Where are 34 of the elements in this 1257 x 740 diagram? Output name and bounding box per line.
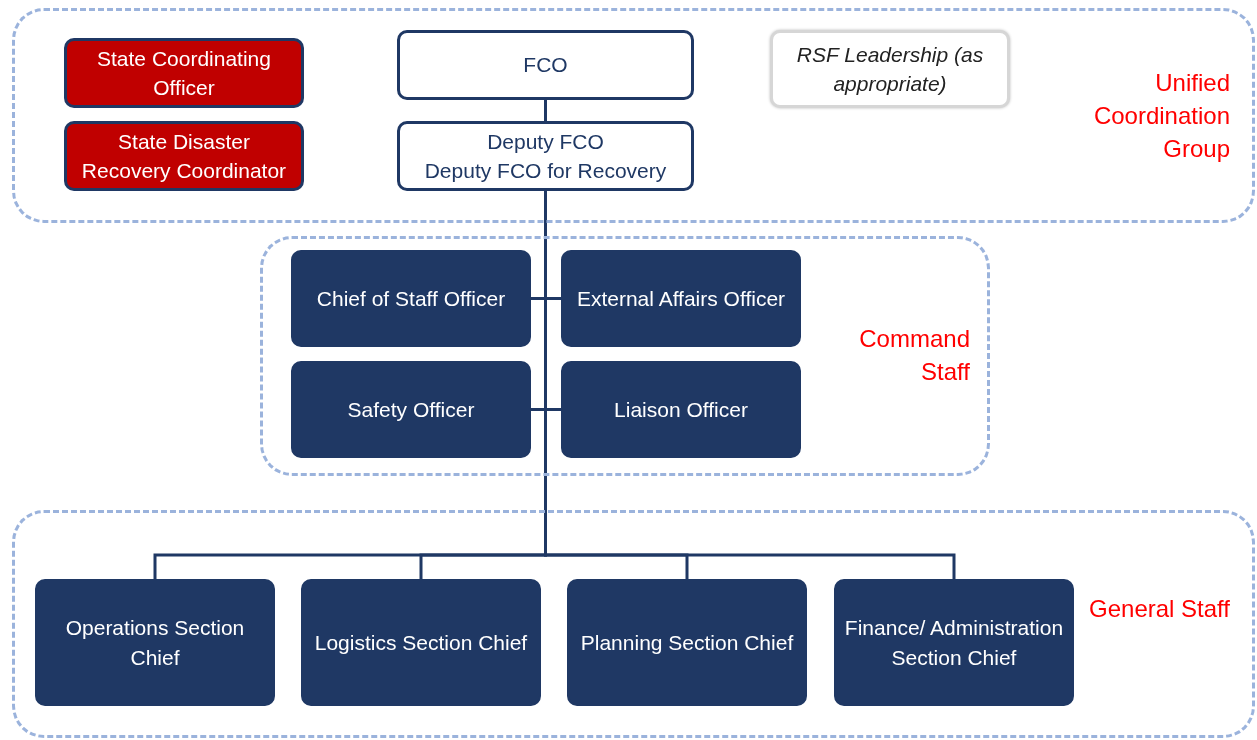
role-label: Deputy FCO for Recovery	[424, 158, 667, 184]
group-frame	[260, 236, 990, 476]
group-frame	[12, 510, 1255, 738]
role-label: Deputy FCO	[487, 128, 604, 155]
role-box	[291, 250, 531, 347]
role-label: Planning Section Chief	[580, 629, 794, 656]
role-label: FCO	[523, 52, 568, 79]
role-box	[64, 38, 304, 108]
role-label: Chief of Staff Officer	[316, 285, 506, 312]
role-box	[397, 30, 694, 100]
role-label: Safety Officer	[347, 396, 475, 423]
role-box	[834, 579, 1074, 706]
role-box	[291, 361, 531, 458]
role-box	[770, 30, 1010, 108]
role-box	[35, 579, 275, 706]
role-box	[301, 579, 541, 706]
role-box	[64, 121, 304, 191]
group-title: Command Staff	[858, 324, 970, 388]
role-box	[567, 579, 807, 706]
role-box	[561, 361, 801, 458]
role-label: Liaison Officer	[614, 396, 748, 423]
role-label: State Coordinating Officer	[96, 45, 272, 101]
role-label: External Affairs Officer	[576, 285, 786, 312]
group-title: General Staff	[1088, 594, 1230, 624]
group-title: Unified Coordination Group	[1092, 68, 1230, 165]
role-label: Finance/ Administration Section Chief	[844, 615, 1064, 671]
role-label: RSF Leadership (as appropriate)	[795, 41, 985, 97]
role-box	[397, 121, 694, 191]
role-label: State Disaster Recovery Coordinator	[80, 128, 288, 184]
role-label: Logistics Section Chief	[314, 629, 528, 656]
group-frame	[12, 8, 1255, 223]
connector-line	[544, 100, 547, 121]
role-box	[561, 250, 801, 347]
role-label: Operations Section Chief	[64, 615, 246, 671]
